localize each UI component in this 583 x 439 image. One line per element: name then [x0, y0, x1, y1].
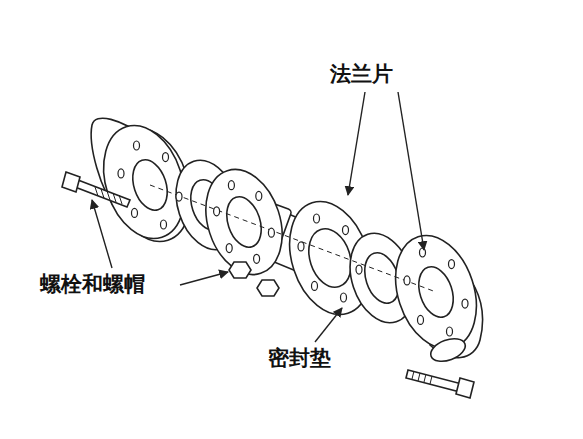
- bolt-holes: [118, 141, 468, 336]
- bolt-left: [62, 172, 130, 207]
- bolt-hole: [268, 228, 274, 237]
- valve-bore-left: [221, 192, 268, 251]
- bolt-hole: [447, 327, 453, 336]
- bolt-hole: [134, 141, 140, 150]
- leader-lines: [92, 92, 424, 342]
- bolt-hole: [254, 254, 260, 263]
- bolt-right: [406, 370, 474, 398]
- bolt-hole: [343, 226, 349, 235]
- pipe-end: [428, 334, 469, 365]
- right-flange: [382, 225, 490, 359]
- bolt-hole: [341, 293, 347, 302]
- bolt-hole: [312, 281, 318, 290]
- bolt-hole: [462, 299, 468, 308]
- bolt-hole: [132, 208, 138, 217]
- right-bore: [413, 262, 460, 321]
- bolt-hole: [256, 191, 262, 200]
- bolt-hole: [161, 220, 167, 229]
- valve-bore-right: [302, 223, 359, 292]
- valve-flange-left: [193, 160, 295, 285]
- part-label: 螺栓和螺帽: [40, 272, 145, 297]
- part-label: 法兰片: [330, 62, 393, 87]
- bolt-hole: [214, 207, 220, 216]
- bolt-hole: [449, 260, 455, 269]
- bolt-hole: [418, 315, 424, 324]
- part-label: 密封垫: [268, 346, 331, 371]
- bolt-hole: [404, 276, 410, 285]
- bolt-hole: [228, 181, 234, 190]
- bolt-hole: [356, 265, 362, 274]
- bolt-hole: [298, 242, 304, 251]
- bolt-hole: [118, 169, 124, 178]
- bolt-hole: [226, 244, 232, 253]
- bolt-hole: [314, 214, 320, 223]
- bolt-hole: [163, 153, 169, 162]
- nuts: [229, 262, 279, 296]
- axis-line: [150, 185, 436, 292]
- bolt-hole: [176, 192, 182, 201]
